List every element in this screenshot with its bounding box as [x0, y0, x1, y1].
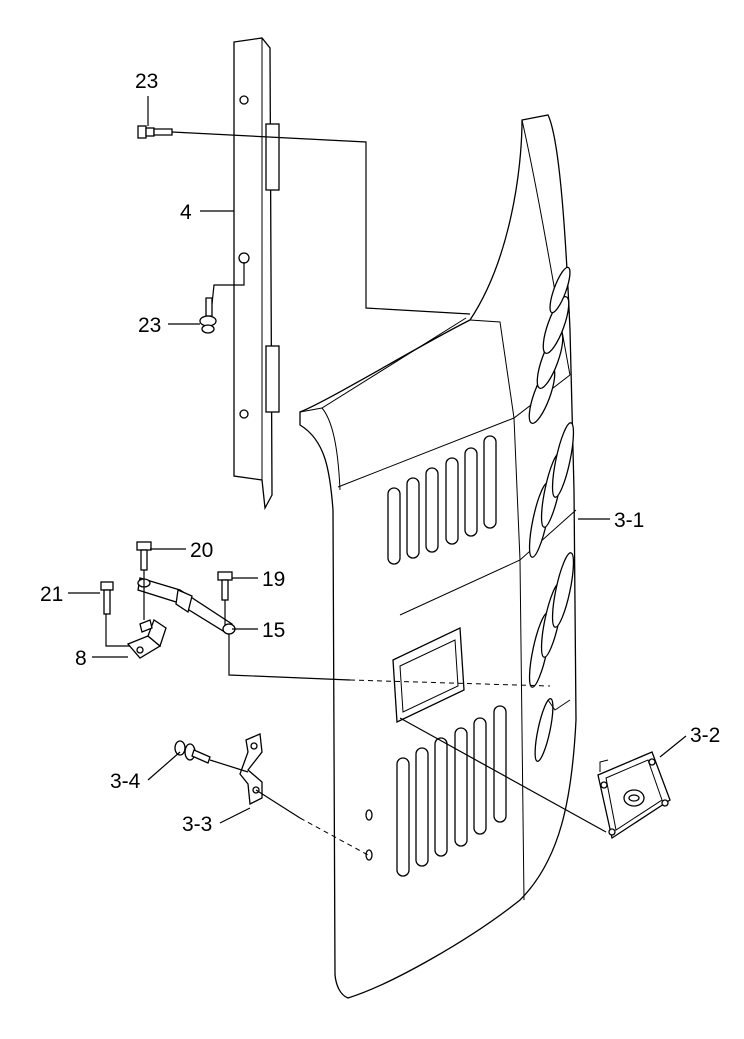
callout-labels: 23 4 23 20 19 21 15 8 3-1 3-2 3-4 3-3: [40, 70, 720, 836]
part-8-bracket: [126, 619, 167, 659]
assembly-lines: [105, 131, 607, 856]
handle-recess: [392, 626, 465, 724]
callout-23-mid: 23: [138, 314, 161, 337]
callout-3-1: 3-1: [614, 509, 644, 532]
part-19-bolt: [217, 571, 233, 601]
side-vent-slots-lower: [528, 422, 575, 762]
callout-4: 4: [180, 201, 192, 224]
callout-3-2: 3-2: [690, 724, 720, 747]
upper-vent-slots: [387, 435, 497, 565]
side-vent-slots-upper: [528, 266, 571, 424]
lower-vent-slots: [396, 705, 507, 877]
callout-leaders: [68, 96, 687, 824]
callout-19: 19: [262, 568, 285, 591]
callout-3-3: 3-3: [182, 813, 212, 836]
part-15-stay-arm: [137, 577, 236, 635]
part-20-bolt: [136, 541, 152, 571]
part-23-bolt-mid: [199, 297, 217, 334]
part-3-2-lock: [597, 751, 671, 840]
panel-mount-holes: [365, 809, 373, 861]
part-3-3-bracket: [239, 733, 263, 806]
part-3-4-screw: [174, 740, 211, 764]
part-23-bolt-top: [137, 125, 173, 139]
part-4-hinge-strip: [233, 37, 280, 511]
part-21-bolt: [100, 581, 114, 615]
callout-20: 20: [190, 539, 213, 562]
callout-3-4: 3-4: [110, 770, 141, 793]
callout-21: 21: [40, 583, 63, 606]
callout-8: 8: [75, 647, 87, 670]
callout-23-top: 23: [135, 70, 158, 93]
callout-15: 15: [262, 619, 285, 642]
